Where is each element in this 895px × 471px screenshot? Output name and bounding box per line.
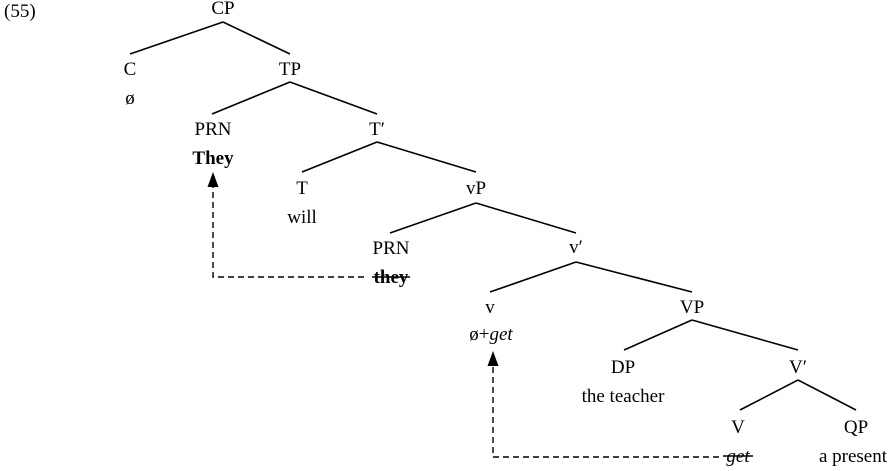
node-t-label: T — [296, 178, 308, 199]
node-tp-label: TP — [279, 59, 301, 80]
edge-vp-vbar — [475, 202, 577, 234]
edge-cp-c — [129, 21, 224, 55]
node-v-little-word-italic: get — [490, 324, 514, 345]
node-prn-subject-label: PRN — [195, 119, 232, 140]
edge-tbar-vp — [376, 141, 477, 173]
node-qp-word: a present — [819, 446, 888, 467]
node-v-little-label: v — [485, 297, 495, 318]
node-qp-label: QP — [844, 417, 868, 438]
node-c-label: C — [124, 59, 137, 80]
example-number: (55) — [4, 1, 36, 22]
edge-vp-prn — [389, 202, 477, 234]
edge-vbar-v — [489, 261, 577, 293]
node-vp-big-label: VP — [680, 297, 704, 318]
node-dp-word: the teacher — [582, 386, 665, 407]
node-v-bar-big-label: V′ — [789, 357, 807, 378]
arrowhead-up-icon — [487, 351, 499, 366]
tree-branches — [129, 21, 857, 411]
node-v-bar-little-label: v′ — [569, 237, 583, 258]
node-tbar-label: T′ — [369, 119, 385, 140]
edge-Vbar-qp — [797, 379, 857, 411]
edge-cp-tp — [222, 21, 291, 55]
edge-tp-tbar — [289, 81, 378, 115]
arrowhead-up-icon — [207, 172, 219, 187]
edge-tbar-t — [301, 141, 378, 173]
edge-vbar-VP — [575, 261, 693, 293]
node-prn-trace-label: PRN — [373, 238, 410, 259]
node-c-word: ø — [125, 88, 135, 109]
node-v-big-label: V — [731, 417, 745, 438]
node-v-little-word: ø+get — [469, 324, 513, 345]
edge-Vbar-V — [739, 379, 799, 411]
edge-VP-dp — [623, 319, 693, 351]
edge-VP-Vbar — [691, 319, 799, 351]
movement-arrows — [207, 172, 719, 458]
node-cp-label: CP — [211, 0, 234, 19]
movement-arrow-verb — [492, 365, 719, 458]
node-v-little-word-prefix: ø+ — [469, 324, 489, 345]
tree-nodes: CP C ø TP PRN They T′ T will vP PRN they… — [124, 0, 888, 467]
node-vp-little-label: vP — [466, 178, 486, 199]
movement-arrow-subject — [212, 186, 364, 278]
node-prn-subject-word: They — [192, 148, 234, 169]
node-t-word: will — [287, 207, 317, 228]
node-dp-label: DP — [611, 357, 635, 378]
edge-tp-prn — [211, 81, 291, 115]
